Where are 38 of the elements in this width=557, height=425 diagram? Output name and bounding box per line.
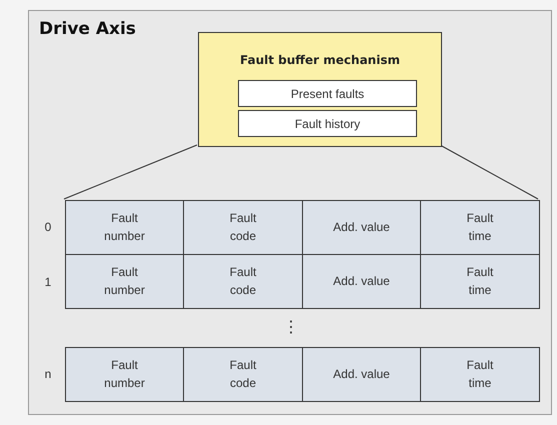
cell-text: Add. value <box>333 218 390 236</box>
table-cell <box>302 200 421 255</box>
table-cell <box>420 254 540 309</box>
cell-text: Fault time <box>466 264 494 298</box>
row-index: n <box>44 367 52 381</box>
cell-text: Fault time <box>466 357 494 392</box>
connector-line <box>64 144 198 200</box>
cell-text: Fault number <box>103 357 146 392</box>
list-item-box <box>238 110 417 137</box>
cell-text: Fault code <box>228 357 258 392</box>
table-cell <box>65 254 184 309</box>
connector-line <box>440 144 538 200</box>
table-cell <box>65 200 184 255</box>
table-cell <box>65 347 184 402</box>
row-index: 1 <box>44 275 52 289</box>
table-cell <box>183 254 303 309</box>
highlight-box <box>198 32 442 147</box>
cell-text: Fault code <box>228 210 258 244</box>
list-item-box <box>238 80 417 107</box>
cell-text: Add. value <box>333 366 390 383</box>
box-title: Fault buffer mechanism <box>239 53 401 67</box>
cell-text: Fault time <box>466 210 494 244</box>
table-cell <box>183 200 303 255</box>
item-label: Fault history <box>294 116 360 130</box>
cell-text: Add. value <box>333 272 390 290</box>
cell-text: Fault code <box>228 264 258 298</box>
table-cell <box>420 347 540 402</box>
row-index: 0 <box>44 220 52 234</box>
table-cell <box>420 200 540 255</box>
ellipsis-mark: ⋮ <box>283 318 299 337</box>
item-label: Present faults <box>290 86 364 100</box>
cell-text: Fault number <box>103 210 146 244</box>
table-cell <box>302 347 421 402</box>
table-cell <box>302 254 421 309</box>
table-cell <box>183 347 303 402</box>
cell-text: Fault number <box>103 264 146 298</box>
panel-title: Drive Axis <box>39 19 136 39</box>
panel <box>28 10 552 415</box>
